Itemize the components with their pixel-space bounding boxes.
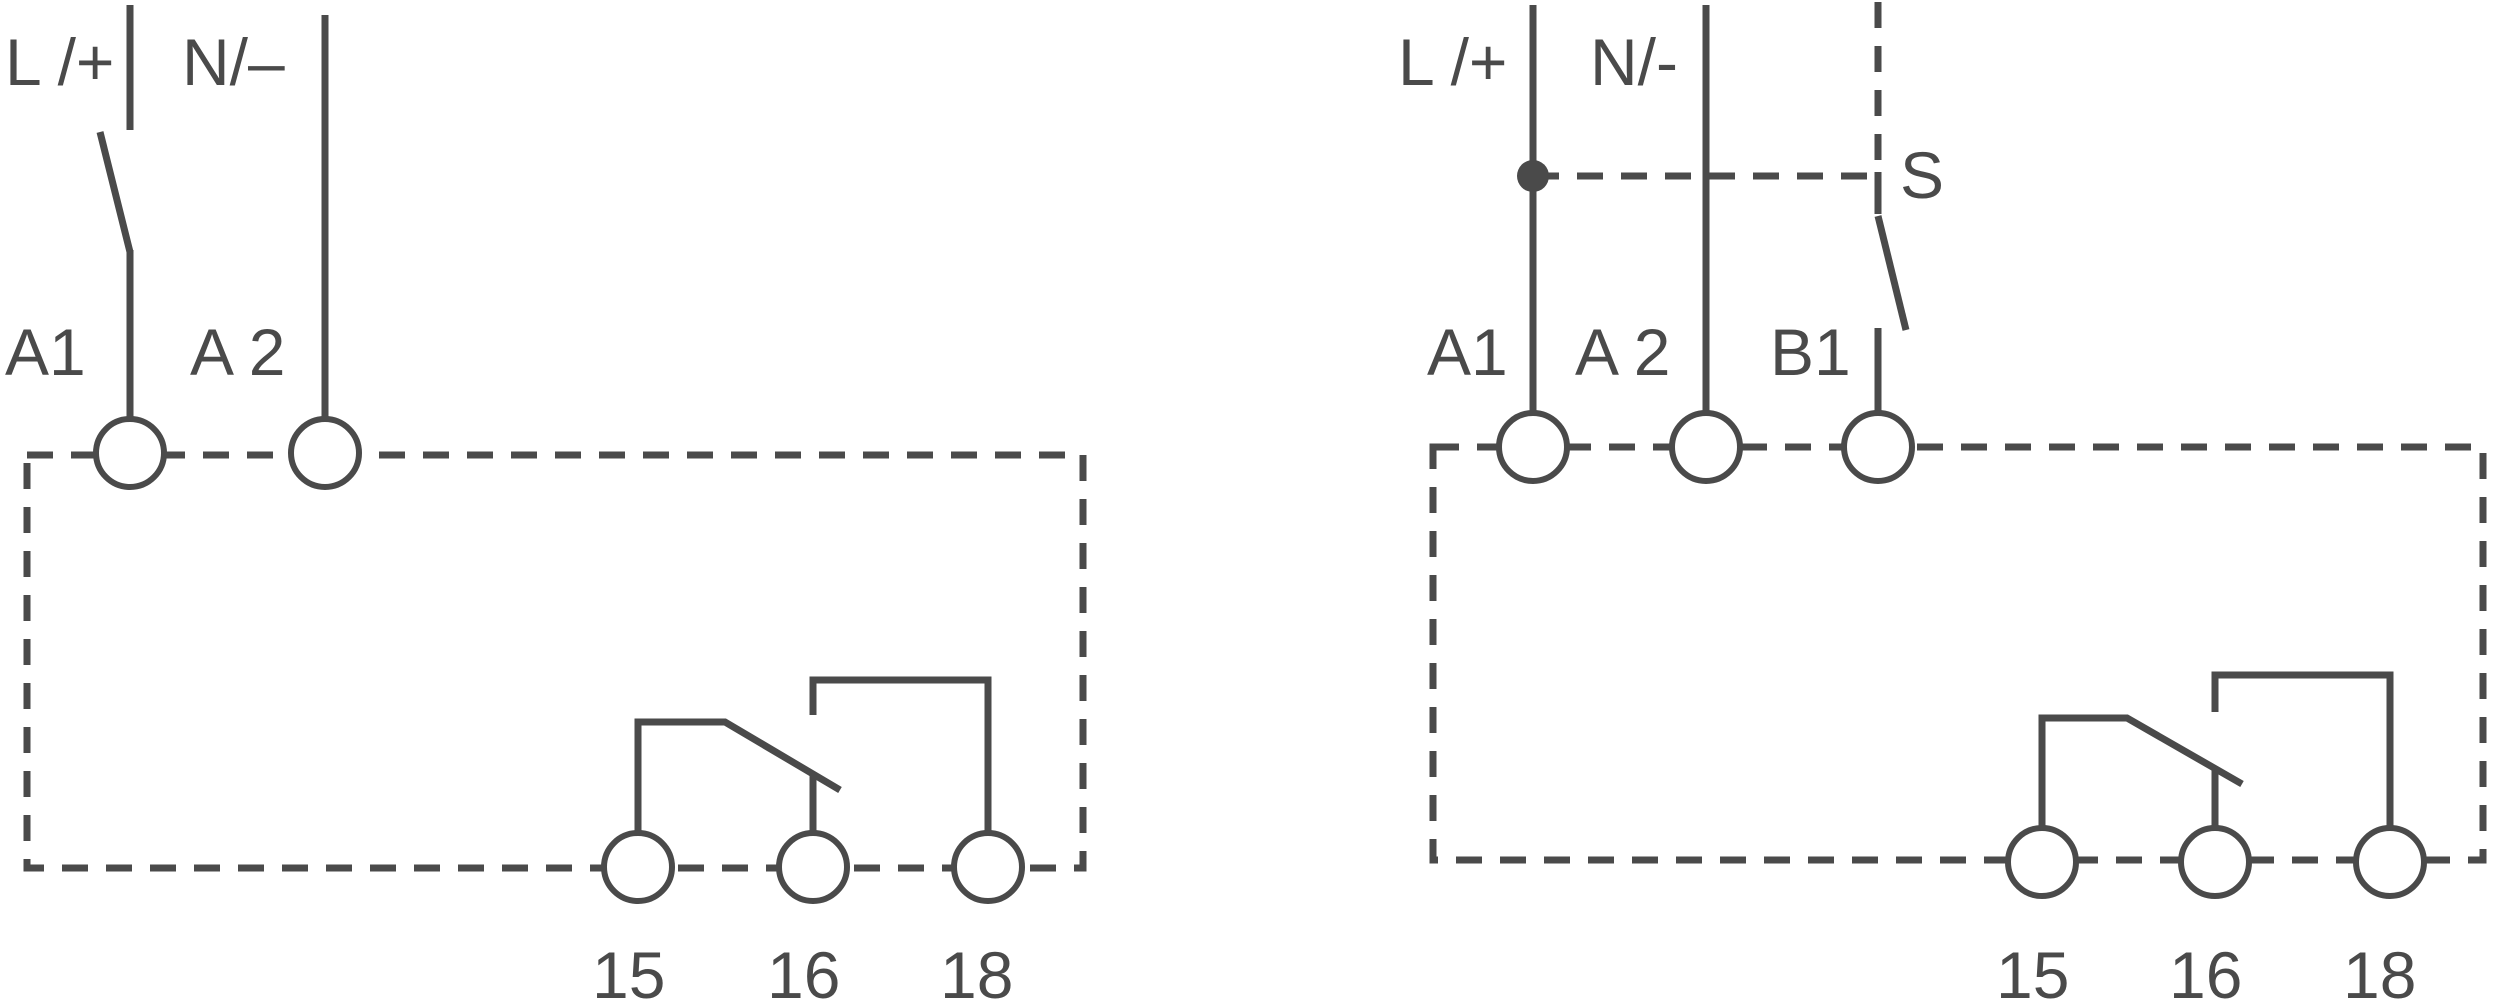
right-label-n-minus: N/-	[1590, 25, 1678, 99]
left-label-16: 16	[767, 938, 840, 1008]
right-device-housing	[1429, 443, 2487, 864]
left-terminal-15	[601, 830, 675, 904]
left-label-a1: A1	[5, 315, 86, 389]
left-label-l-plus: L /+	[5, 25, 114, 99]
right-label-18: 18	[2343, 938, 2416, 1008]
left-relay-contact-18	[809, 676, 992, 832]
right-terminal-18	[2353, 825, 2427, 899]
right-label-15: 15	[1996, 938, 2069, 1008]
right-relay-contact-arm	[2038, 714, 2244, 826]
right-terminal-16	[2178, 825, 2252, 899]
right-label-s: S	[1900, 138, 1944, 212]
left-label-n-minus: N/–	[182, 25, 285, 99]
right-relay-contact-18	[2211, 671, 2394, 826]
left-device-housing	[23, 451, 1087, 872]
left-control-switch	[96, 131, 134, 253]
left-wiring-diagram: L /+ N/– A1 A 2 15 16 18	[5, 5, 1087, 1008]
right-terminal-a1	[1496, 410, 1570, 484]
right-label-a1: A1	[1427, 315, 1508, 389]
right-terminal-15	[2005, 825, 2079, 899]
right-junction-dot	[1517, 160, 1549, 192]
left-terminal-16	[776, 830, 850, 904]
right-label-a2: A 2	[1575, 315, 1670, 389]
left-label-a2: A 2	[190, 315, 285, 389]
right-label-16: 16	[2169, 938, 2242, 1008]
right-control-switch-s	[1874, 215, 1910, 331]
right-label-l-plus: L /+	[1398, 25, 1507, 99]
left-label-15: 15	[592, 938, 665, 1008]
right-terminal-b1	[1841, 410, 1915, 484]
left-terminal-a1	[93, 416, 167, 490]
right-label-b1: B1	[1770, 315, 1851, 389]
left-terminal-18	[951, 830, 1025, 904]
right-terminal-a2	[1669, 410, 1743, 484]
left-relay-contact-arm	[634, 718, 842, 832]
left-label-18: 18	[940, 938, 1013, 1008]
left-terminal-a2	[288, 416, 362, 490]
right-wiring-diagram: L /+ N/- S A1 A 2 B1 15 16 18	[1398, 2, 2487, 1008]
